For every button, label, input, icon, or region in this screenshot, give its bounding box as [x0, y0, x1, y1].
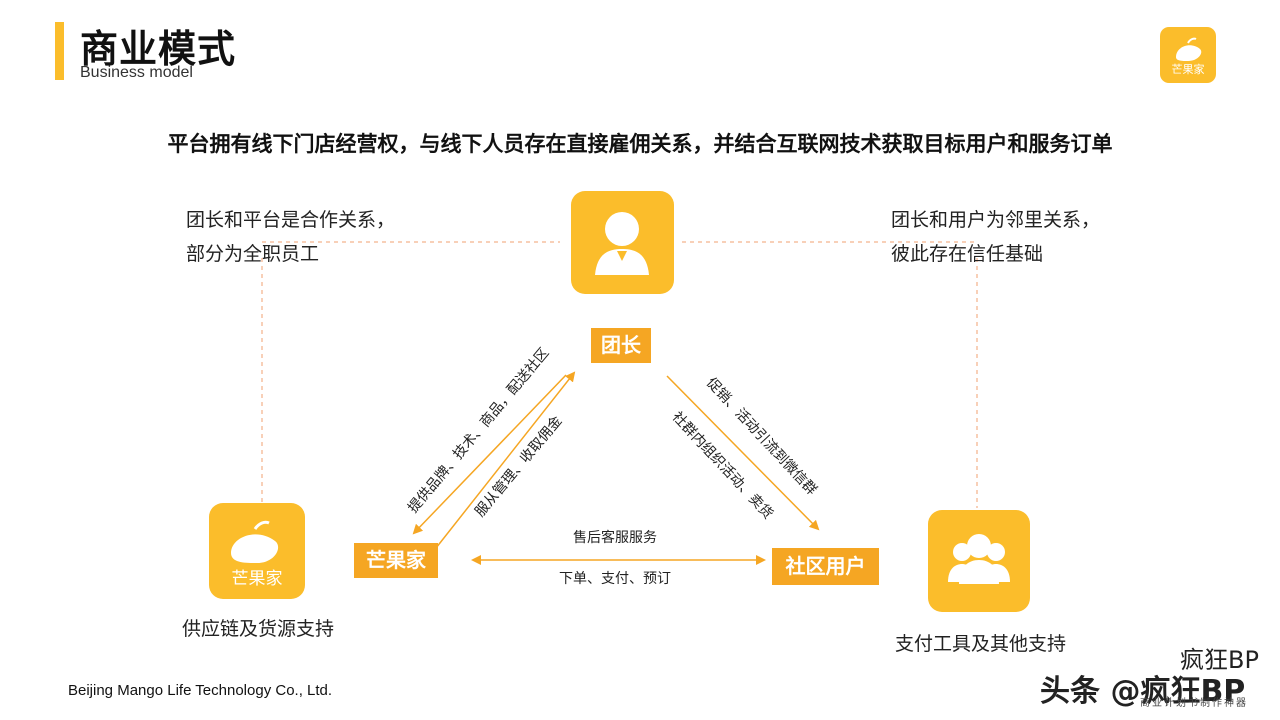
mango-icon-box: 芒果家 [209, 503, 305, 599]
right-note: 团长和用户为邻里关系， 彼此存在信任基础 [891, 203, 1100, 271]
leader-icon-box [571, 191, 674, 294]
arrow-leader-to-mango [412, 374, 567, 535]
title-accent-bar [55, 22, 64, 80]
community-icon-box [928, 510, 1030, 612]
watermark-main: 头条 @疯狂BP [1040, 674, 1246, 709]
watermark-brand: 疯狂BP [1180, 646, 1259, 674]
right-note-line1: 团长和用户为邻里关系， [891, 209, 1101, 231]
brand-logo: 芒果家 [1160, 27, 1216, 83]
edge-label-bottom-top: 售后客服服务 [573, 530, 657, 546]
edge-label-bottom-bottom: 下单、支付、预订 [559, 571, 671, 587]
caption-payment-tools: 支付工具及其他支持 [895, 633, 1067, 655]
node-leader: 团长 [591, 328, 651, 363]
left-note-line2: 部分为全职员工 [186, 243, 320, 265]
mango-icon-text: 芒果家 [231, 569, 283, 589]
right-note-line2: 彼此存在信任基础 [891, 243, 1044, 265]
page-subtitle: Business model [80, 64, 193, 81]
node-mango: 芒果家 [354, 543, 438, 578]
mango-icon [231, 520, 279, 563]
caption-supply-chain: 供应链及货源支持 [182, 618, 335, 640]
left-note: 团长和平台是合作关系， 部分为全职员工 [186, 203, 395, 271]
logo-text: 芒果家 [1171, 63, 1205, 76]
page-title: 商业模式 [80, 27, 237, 71]
mango-logo-icon [1176, 37, 1202, 61]
arrow-mango-to-leader [435, 371, 576, 549]
watermark-tagline: 商业计划书制作神器 [1140, 698, 1248, 709]
left-note-line1: 团长和平台是合作关系， [186, 209, 396, 231]
arrow-leader-to-community [666, 375, 820, 531]
group-icon [948, 534, 1010, 584]
footer-company: Beijing Mango Life Technology Co., Ltd. [68, 682, 333, 699]
headline: 平台拥有线下门店经营权，与线下人员存在直接雇佣关系，并结合互联网技术获取目标用户… [167, 132, 1113, 156]
person-icon [595, 212, 649, 275]
node-community: 社区用户 [772, 548, 879, 585]
